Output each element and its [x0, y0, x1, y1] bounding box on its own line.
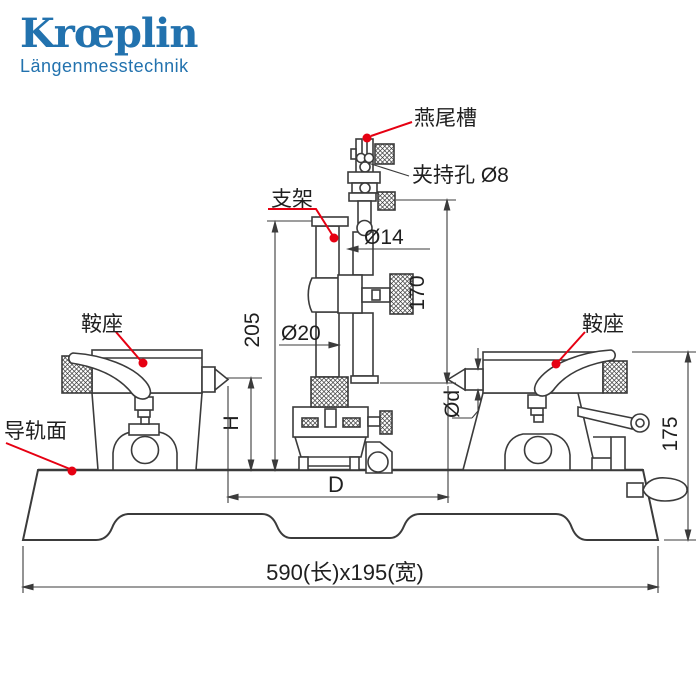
left-center-point-holder	[201, 366, 216, 393]
leader-guide-surface	[5, 442, 77, 476]
right-saddle	[446, 349, 688, 502]
label-dovetail: 燕尾槽	[414, 107, 477, 130]
dim-base-size: 590(长)x195(宽)	[20, 546, 661, 593]
stage-bearing-left	[301, 417, 319, 428]
label-bracket: 支架	[271, 188, 313, 211]
clamp-knurled-wheel-top	[374, 143, 395, 165]
dim-point-dia-text: Ød	[441, 390, 464, 418]
base-crank-handle	[642, 477, 688, 502]
leader-bracket	[268, 208, 339, 243]
label-saddle-left: 鞍座	[81, 313, 123, 336]
dim-base-size-text: 590(长)x195(宽)	[266, 560, 424, 585]
dim-center-height: H	[220, 375, 262, 473]
label-guide-surface: 导轨面	[4, 420, 67, 443]
part-labels: 燕尾槽 夹持孔 Ø8 支架 鞍座 鞍座 导轨面	[4, 107, 624, 443]
left-saddle-clamp-lever	[68, 352, 152, 400]
label-saddle-right: 鞍座	[582, 313, 624, 336]
label-clamp-hole: 夹持孔 Ø8	[412, 164, 509, 187]
dim-between-centers-text: D	[328, 472, 344, 497]
fine-adjust-wheel	[389, 273, 414, 315]
stage-bearing-right	[342, 417, 361, 428]
center-stage	[292, 406, 393, 474]
column-knurled-grip	[310, 376, 349, 408]
stage-roller	[367, 451, 389, 473]
right-saddle-lock-arm	[577, 406, 633, 431]
dim-point-dia: Ød	[441, 348, 482, 419]
leader-saddle-left	[115, 331, 148, 368]
leader-dovetail	[362, 121, 413, 143]
stage-thumb-screw	[379, 410, 393, 435]
gauge-contact-ball	[356, 219, 373, 237]
dim-between-centers: D	[225, 386, 451, 503]
dim-shaft-dia-text: Ø14	[364, 226, 404, 249]
right-center-point	[446, 367, 466, 392]
dim-column-height-text: 205	[241, 312, 264, 347]
clamping-hole	[359, 182, 371, 194]
dim-shaft-dia: Ø14	[345, 226, 430, 253]
right-saddle-clamp-lever	[533, 349, 616, 397]
logo-subtitle-text: Längenmesstechnik	[20, 56, 189, 76]
dim-holder-height-text: 170	[406, 275, 429, 310]
left-saddle	[61, 349, 230, 471]
right-center-point-holder	[464, 368, 484, 391]
dim-total-height: 175	[632, 349, 696, 543]
left-center-point	[214, 367, 230, 392]
kroeplin-logo: Krœplin Längenmesstechnik	[20, 10, 198, 77]
clamp-knurled-wheel-bottom	[377, 191, 396, 211]
gauge-holder-assembly	[337, 138, 414, 384]
dim-column-dia-text: Ø20	[281, 322, 321, 345]
base-crank-neck	[626, 482, 644, 498]
dim-holder-height: 170	[380, 197, 456, 386]
logo-brand-text: Krœplin	[20, 10, 198, 57]
clamp-hole-leader	[367, 162, 410, 177]
red-leaders	[5, 121, 586, 476]
dim-column-dia: Ø20	[279, 322, 342, 349]
dim-total-height-text: 175	[659, 416, 682, 451]
dim-column-height: 205	[241, 219, 312, 473]
right-saddle-knurled-knob	[602, 360, 628, 394]
leader-saddle-right	[551, 331, 586, 369]
dim-center-height-text: H	[220, 415, 243, 430]
dimension-lines: Ø14 Ø20 170 20	[20, 162, 696, 593]
